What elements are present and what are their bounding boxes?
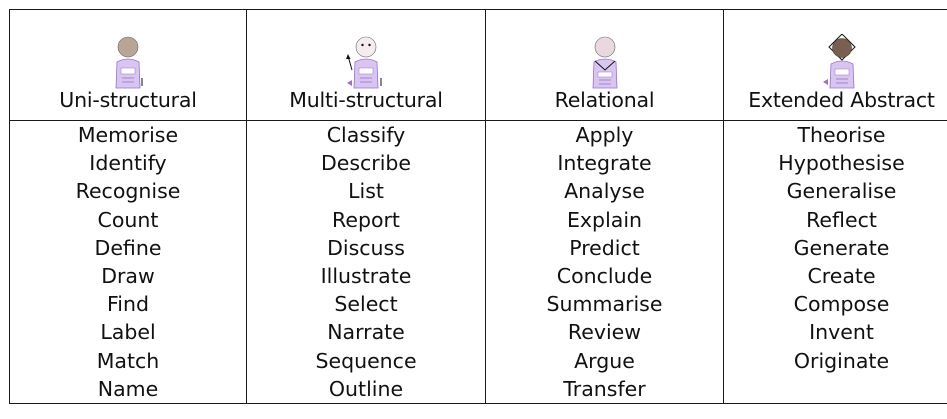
verb-item: Describe [320, 151, 412, 176]
verb-item: Integrate [557, 151, 652, 176]
verb-item: Illustrate [320, 264, 412, 289]
verb-item: Analyse [564, 179, 645, 204]
verb-item: Create [807, 264, 876, 289]
verb-item: Find [106, 292, 149, 317]
solo-figure-abstract-icon [822, 34, 856, 89]
column-heading: Extended Abstract [748, 88, 935, 112]
verb-list-multi-structural: Classify Describe List Report Discuss Il… [246, 119, 486, 405]
verb-item: Define [94, 235, 162, 260]
solo-figure-connected-icon [592, 36, 617, 89]
verb-item: Narrate [327, 320, 405, 345]
verb-list-relational: Apply Integrate Analyse Explain Predict … [485, 119, 724, 405]
verb-item: Discuss [327, 235, 405, 260]
verb-item: Hypothesise [778, 151, 905, 176]
verb-item: Label [100, 320, 156, 345]
verb-item: Sequence [315, 348, 417, 373]
verb-item: Select [334, 292, 398, 317]
verb-item: Apply [575, 123, 634, 147]
solo-figure-multi-arrow-icon [346, 36, 382, 89]
verb-item: Summarise [546, 292, 663, 317]
verb-item: Report [332, 207, 400, 232]
verb-item: Draw [101, 264, 155, 289]
verb-item: Generalise [786, 179, 897, 204]
column-header-relational: Relational [485, 9, 724, 121]
verb-item: Generate [793, 235, 890, 260]
column-header-extended-abstract: Extended Abstract [723, 9, 947, 121]
verb-item: Outline [328, 376, 404, 401]
verb-item: Compose [793, 292, 890, 317]
column-heading: Uni-structural [59, 88, 197, 112]
verbs-row: Memorise Identify Recognise Count Define… [9, 119, 947, 405]
verb-item: Predict [569, 235, 640, 260]
verb-item: List [348, 179, 384, 204]
verb-item: Argue [574, 348, 635, 373]
header-row: Uni-structural Multi-structur [9, 9, 947, 121]
verb-item: Identify [89, 151, 167, 176]
verb-item: Review [567, 320, 642, 345]
solo-taxonomy-table: Uni-structural Multi-structur [9, 9, 947, 405]
column-header-uni-structural: Uni-structural [9, 9, 247, 121]
verb-item: Conclude [556, 264, 653, 289]
verb-list-uni-structural: Memorise Identify Recognise Count Define… [9, 119, 247, 405]
verb-item: Invent [809, 320, 874, 345]
verb-item: Originate [793, 348, 890, 373]
verb-item: Count [97, 207, 159, 232]
verb-item: Reflect [806, 207, 877, 232]
column-heading: Relational [554, 88, 655, 112]
verb-item: Classify [326, 123, 406, 147]
verb-item: Memorise [77, 123, 179, 147]
verb-item: Name [97, 376, 159, 401]
column-heading: Multi-structural [289, 88, 443, 112]
verb-item: Match [96, 348, 160, 373]
verb-item: Transfer [563, 376, 646, 401]
solo-figure-single-arrow-icon [115, 36, 143, 89]
verb-item: Recognise [75, 179, 181, 204]
verb-list-extended-abstract: Theorise Hypothesise Generalise Reflect … [723, 119, 947, 405]
verb-item: Theorise [797, 123, 886, 147]
verb-item: Explain [566, 207, 643, 232]
column-header-multi-structural: Multi-structural [246, 9, 486, 121]
